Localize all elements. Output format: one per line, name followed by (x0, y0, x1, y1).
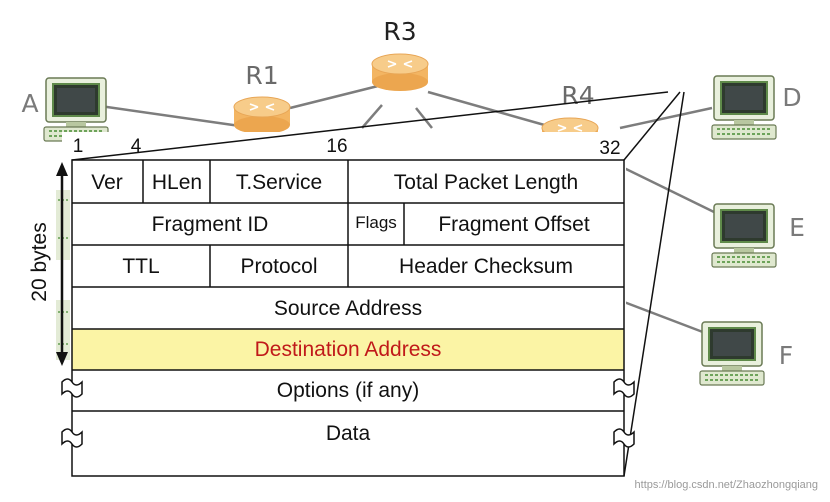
field-options: Options (if any) (277, 379, 419, 402)
host-f-label: F (779, 341, 793, 370)
field-ttl: TTL (122, 255, 159, 278)
bit-label-32: 32 (599, 138, 620, 159)
field-type-of-service: T.Service (236, 171, 322, 194)
header-table-grid (71, 159, 625, 477)
host-d-label: D (782, 83, 801, 112)
field-fragment-id: Fragment ID (152, 213, 269, 236)
link-r3-r4 (427, 90, 549, 128)
link-a-r1 (99, 104, 241, 128)
watermark-text: https://blog.csdn.net/Zhaozhongqiang (635, 479, 818, 491)
field-total-length: Total Packet Length (394, 171, 578, 194)
field-ver: Ver (91, 171, 123, 194)
router-r1: R1 (233, 61, 291, 135)
link-r1-r3 (289, 84, 379, 110)
router-r3: R3 (371, 17, 429, 92)
host-a: A (21, 77, 109, 142)
router-r4: R4 (541, 81, 599, 156)
field-protocol: Protocol (240, 255, 317, 278)
header-panel (62, 132, 626, 486)
bit-label-1: 1 (73, 136, 84, 157)
field-flags: Flags (355, 213, 397, 232)
break-marks (61, 378, 635, 448)
router-r1-label: R1 (245, 61, 278, 90)
header-size-arrow: 20 bytes (28, 162, 68, 366)
host-e: E (711, 203, 805, 268)
field-source-address: Source Address (274, 297, 422, 320)
header-size-label: 20 bytes (28, 222, 51, 301)
field-data: Data (326, 422, 371, 445)
link-r4-d (619, 106, 713, 130)
host-d: D (711, 75, 802, 140)
link-r3-down-left (361, 104, 383, 129)
router-r4-label: R4 (561, 81, 594, 110)
bit-label-4: 4 (131, 136, 142, 157)
bit-label-16: 16 (326, 136, 347, 157)
field-destination-address: Destination Address (255, 338, 442, 361)
link-r3-down-right (415, 107, 433, 129)
router-r3-label: R3 (383, 17, 416, 46)
host-a-label: A (21, 89, 38, 118)
field-header-checksum: Header Checksum (399, 255, 573, 278)
field-hlen: HLen (152, 171, 202, 194)
host-e-label: E (789, 213, 805, 242)
link-r4-f (623, 300, 709, 336)
zoom-lines (71, 91, 685, 477)
destination-row-highlight (72, 329, 624, 370)
field-fragment-offset: Fragment Offset (438, 213, 590, 236)
host-f: F (699, 321, 793, 386)
